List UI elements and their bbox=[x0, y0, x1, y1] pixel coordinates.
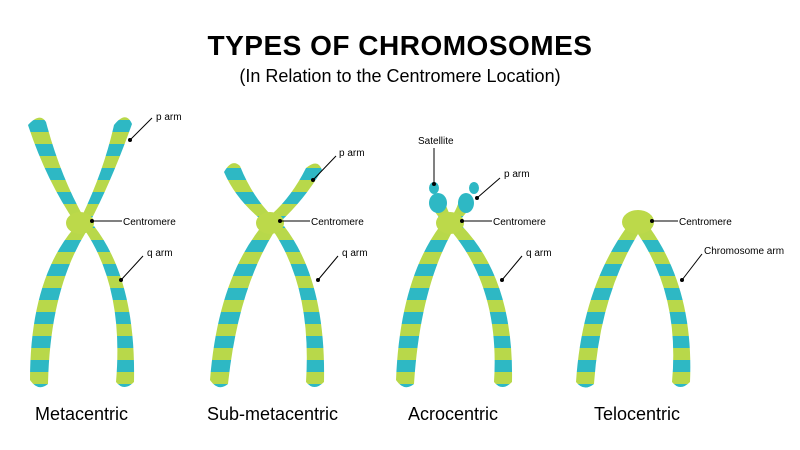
acrocentric-arm-lower-right bbox=[452, 226, 513, 387]
metacentric-q-arm-callout: q arm bbox=[119, 248, 173, 282]
metacentric-chromosome: p arm Centromere q arm Metacentric bbox=[28, 112, 182, 424]
submetacentric-centromere-callout: Centromere bbox=[278, 217, 364, 228]
submetacentric-p-arm-label: p arm bbox=[339, 148, 365, 159]
telocentric-arm-left bbox=[576, 228, 638, 388]
telocentric-centromere-callout: Centromere bbox=[650, 217, 732, 228]
acrocentric-satellite-right-stalk bbox=[469, 182, 479, 194]
telocentric-chromosome-arm-callout: Chromosome arm bbox=[680, 246, 784, 282]
acrocentric-chromosome: Satellite p arm Centromere q arm Acrocen… bbox=[396, 136, 552, 424]
metacentric-centromere bbox=[66, 212, 94, 234]
metacentric-arm-lower-right bbox=[86, 226, 135, 387]
submetacentric-p-arm-callout: p arm bbox=[311, 148, 365, 182]
telocentric-chromosome: Centromere Chromosome arm Telocentric bbox=[576, 210, 784, 424]
acrocentric-satellite-left-stalk bbox=[429, 182, 439, 194]
telocentric-arm-right bbox=[638, 228, 691, 387]
acrocentric-arm-lower-left bbox=[396, 226, 452, 388]
submetacentric-centromere-label: Centromere bbox=[311, 217, 364, 228]
metacentric-arm-upper-left bbox=[28, 117, 84, 224]
diagram-subtitle: (In Relation to the Centromere Location) bbox=[239, 66, 561, 86]
metacentric-arm-lower-left bbox=[30, 228, 86, 388]
metacentric-name: Metacentric bbox=[35, 404, 128, 424]
telocentric-name: Telocentric bbox=[594, 404, 680, 424]
acrocentric-satellite-left bbox=[429, 193, 447, 213]
metacentric-centromere-label: Centromere bbox=[123, 217, 176, 228]
diagram-title: TYPES OF CHROMOSOMES bbox=[207, 30, 593, 61]
acrocentric-p-arm-label: p arm bbox=[504, 169, 530, 180]
submetacentric-arm-lower-left bbox=[210, 226, 274, 388]
metacentric-p-arm-label: p arm bbox=[156, 112, 182, 123]
acrocentric-centromere-label: Centromere bbox=[493, 217, 546, 228]
acrocentric-satellite-right bbox=[458, 193, 474, 213]
metacentric-p-arm-callout: p arm bbox=[128, 112, 182, 142]
telocentric-centromere-label: Centromere bbox=[679, 217, 732, 228]
metacentric-q-arm-label: q arm bbox=[147, 248, 173, 259]
acrocentric-centromere-callout: Centromere bbox=[460, 217, 546, 228]
acrocentric-satellite-callout: Satellite bbox=[418, 136, 454, 186]
acrocentric-p-arm-callout: p arm bbox=[475, 169, 530, 200]
submetacentric-centromere bbox=[256, 212, 284, 234]
acrocentric-name: Acrocentric bbox=[408, 404, 498, 424]
metacentric-centromere-callout: Centromere bbox=[90, 217, 176, 228]
submetacentric-arm-upper-right bbox=[272, 163, 322, 222]
submetacentric-arm-lower-right bbox=[274, 226, 325, 387]
submetacentric-q-arm-label: q arm bbox=[342, 248, 368, 259]
metacentric-arm-upper-right bbox=[82, 117, 132, 222]
acrocentric-centromere bbox=[436, 212, 464, 234]
submetacentric-name: Sub-metacentric bbox=[207, 404, 338, 424]
telocentric-centromere bbox=[622, 210, 654, 234]
acrocentric-q-arm-label: q arm bbox=[526, 248, 552, 259]
telocentric-chromosome-arm-label: Chromosome arm bbox=[704, 246, 784, 257]
acrocentric-q-arm-callout: q arm bbox=[500, 248, 552, 282]
submetacentric-arm-upper-left bbox=[224, 163, 272, 222]
submetacentric-chromosome: p arm Centromere q arm Sub-metacentric bbox=[207, 148, 368, 424]
acrocentric-satellite-label: Satellite bbox=[418, 136, 454, 147]
submetacentric-q-arm-callout: q arm bbox=[316, 248, 368, 282]
